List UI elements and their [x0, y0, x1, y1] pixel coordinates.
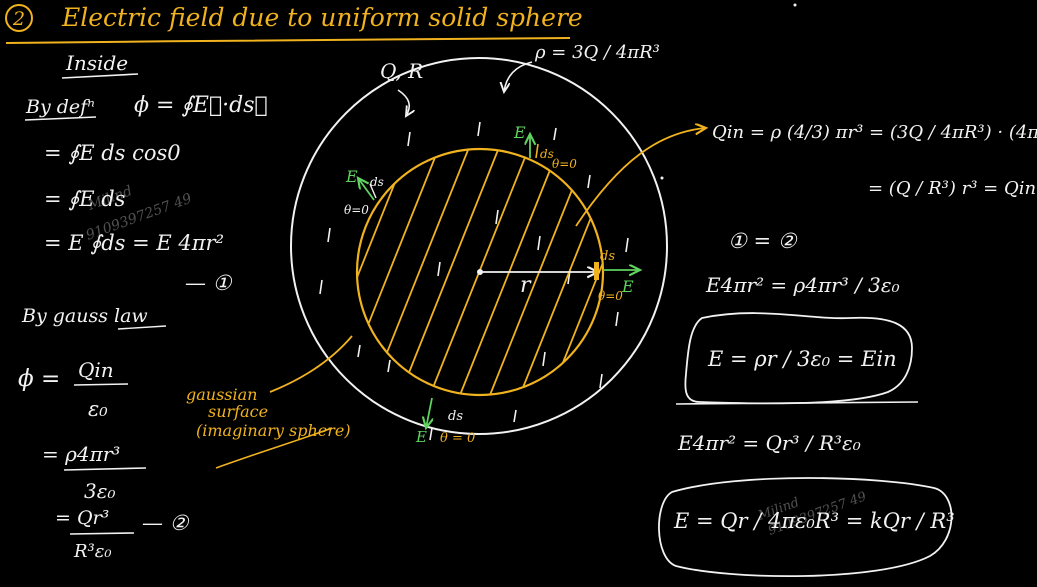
stray-dot: [793, 3, 797, 7]
gauss-numerator-1: Qin: [78, 358, 114, 382]
gauss-fraction-bar-2: [63, 467, 147, 471]
ds-label-top-left: ds: [370, 175, 384, 189]
flux-definition: ϕ = ∮E⃗·ds⃗: [134, 93, 268, 118]
flux-line-4: = E ∮ds = E 4πr²: [44, 231, 224, 255]
equation-1-tag: — ①: [185, 271, 233, 295]
stray-dot-2: [660, 176, 664, 180]
boxed-result-frame: [684, 312, 913, 405]
area-vector-top-left: [369, 183, 377, 199]
surface-element-right: [594, 262, 599, 280]
gauss-numerator-2: = ρ4πr³: [42, 442, 120, 466]
flux-line-2: = ∮E ds cos0: [44, 141, 181, 165]
gauss-denominator-3: R³ε₀: [73, 541, 112, 562]
field-vector-bottom: [426, 397, 432, 428]
field-label-bottom: E: [415, 428, 427, 446]
ds-label-top: ds: [540, 147, 554, 161]
qin-expression: Qin = ρ (4/3) πr³ = (3Q / 4πR³) · (4πr³ …: [712, 122, 1037, 143]
gauss-fraction-bar-3: [69, 532, 135, 535]
gaussian-label-line1: gaussian: [186, 385, 257, 404]
sphere-diagram: r Q, R ρ = 3Q / 4πR³ E ds θ=0 E ds θ=0 d…: [186, 42, 706, 469]
gauss-denominator-2: 3ε₀: [84, 479, 115, 503]
ds-label-right: ds: [600, 249, 615, 264]
field-vector-top-left: [358, 178, 375, 201]
header: 2 Electric field due to uniform solid sp…: [5, 3, 583, 44]
gaussian-surface: [355, 147, 605, 397]
inside-underline: [61, 73, 139, 79]
field-label-top: E: [513, 123, 526, 142]
section-number-circle: [5, 4, 33, 32]
title-underline: [5, 37, 571, 44]
by-gauss-label: By gauss law: [21, 305, 148, 327]
gauss-denominator-1: ε₀: [88, 397, 108, 421]
equation-2-tag: — ②: [142, 511, 190, 535]
page-title: Electric field due to uniform solid sphe…: [61, 3, 583, 32]
final-result-frame: [658, 477, 953, 578]
result-panel: Qin = ρ (4/3) πr³ = (3Q / 4πR³) · (4πr³ …: [658, 122, 1037, 578]
field-label-right: E: [621, 277, 634, 296]
flux-line-3: = ∮E ds: [44, 187, 126, 211]
by-defn-label: By defⁿ: [25, 96, 95, 118]
radius-label: r: [520, 273, 532, 298]
field-final-result: E = Qr / 4πε₀R³ = kQr / R³: [673, 509, 955, 533]
charge-marks: [319, 121, 629, 441]
sphere-charge-label: Q, R: [380, 59, 423, 83]
inside-label: Inside: [65, 51, 128, 75]
theta-label-top: θ=0: [552, 157, 577, 171]
qin-leader-arrow: [575, 128, 706, 227]
area-vector-top: [535, 143, 539, 159]
gaussian-label-bracket: [215, 427, 333, 469]
gauss-equality-2: E4πr² = Qr³ / R³ε₀: [677, 431, 861, 455]
by-defn-underline: [24, 116, 97, 121]
boxed-underline: [675, 401, 919, 405]
equate-equations: ① = ②: [728, 229, 798, 253]
density-label-arrow: [504, 61, 533, 92]
gauss-equality: E4πr² = ρ4πr³ / 3ε₀: [705, 273, 900, 297]
theta-label-right: θ=0: [598, 289, 623, 303]
gaussian-label-leader: [269, 335, 353, 393]
ds-label-bottom: ds: [448, 409, 463, 424]
section-number: 2: [12, 8, 25, 30]
gauss-numerator-3: = Qr³: [55, 507, 109, 529]
qin-simplified: = (Q / R³) r³ = Qin: [868, 178, 1036, 199]
sphere-label-arrow: [397, 89, 409, 116]
by-gauss-underline: [117, 325, 167, 330]
charge-density-label: ρ = 3Q / 4πR³: [534, 42, 660, 63]
gauss-lhs: ϕ =: [18, 366, 60, 392]
gaussian-label-line2: surface: [208, 402, 268, 421]
field-inside-result: E = ρr / 3ε₀ = Ein: [707, 347, 897, 371]
field-label-top-left: E: [345, 167, 358, 186]
solid-sphere-outline: [290, 57, 668, 435]
theta-label-bottom: θ = 0: [440, 431, 475, 446]
derivation-column: Inside By defⁿ ϕ = ∮E⃗·ds⃗ = ∮E ds cos0 …: [18, 51, 268, 562]
theta-label-top-left: θ=0: [344, 203, 369, 217]
gauss-fraction-bar-1: [73, 383, 129, 386]
sphere-center: [477, 269, 483, 275]
